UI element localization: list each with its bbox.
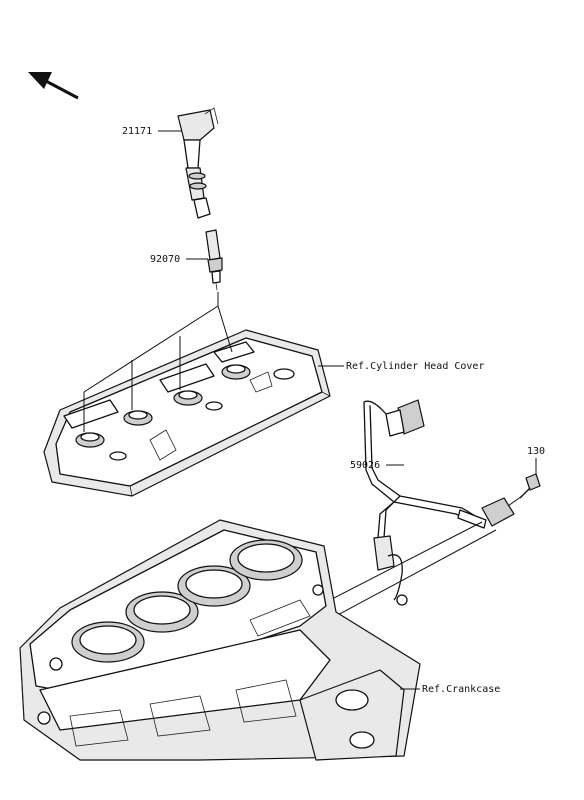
label-ref-cylinder-head-cover: Ref.Cylinder Head Cover	[346, 361, 484, 372]
crankcase	[19, 519, 421, 761]
spark-plug-leaders	[83, 292, 233, 432]
cylinder-bore-3	[177, 565, 251, 607]
label-21171: 21171	[122, 126, 152, 137]
front-direction-arrow-icon	[28, 72, 79, 100]
callout-59026: 59026	[350, 460, 404, 471]
label-92070: 92070	[150, 254, 180, 265]
plug-well-4	[221, 364, 251, 380]
bolt[interactable]	[519, 473, 541, 499]
cylinder-head-cover	[43, 329, 331, 497]
plug-well-2	[123, 410, 153, 426]
label-59026: 59026	[350, 460, 380, 471]
callout-21171: 21171	[122, 126, 182, 137]
ignition-coil[interactable]	[177, 107, 219, 219]
callout-92070: 92070	[150, 254, 208, 265]
callout-ref-cylinder-head-cover: Ref.Cylinder Head Cover	[318, 361, 484, 372]
plug-well-1	[75, 432, 105, 448]
plug-well-3	[173, 390, 203, 406]
callout-ref-crankcase: Ref.Crankcase	[400, 684, 500, 695]
spark-plug[interactable]	[205, 229, 223, 291]
crank-sensor-harness[interactable]	[363, 399, 515, 606]
cylinder-bore-2	[125, 591, 199, 633]
callout-130: 130	[527, 446, 545, 474]
label-130: 130	[527, 446, 545, 457]
label-ref-crankcase: Ref.Crankcase	[422, 684, 500, 695]
cylinder-bore-4	[229, 539, 303, 581]
cylinder-bore-1	[71, 621, 145, 663]
